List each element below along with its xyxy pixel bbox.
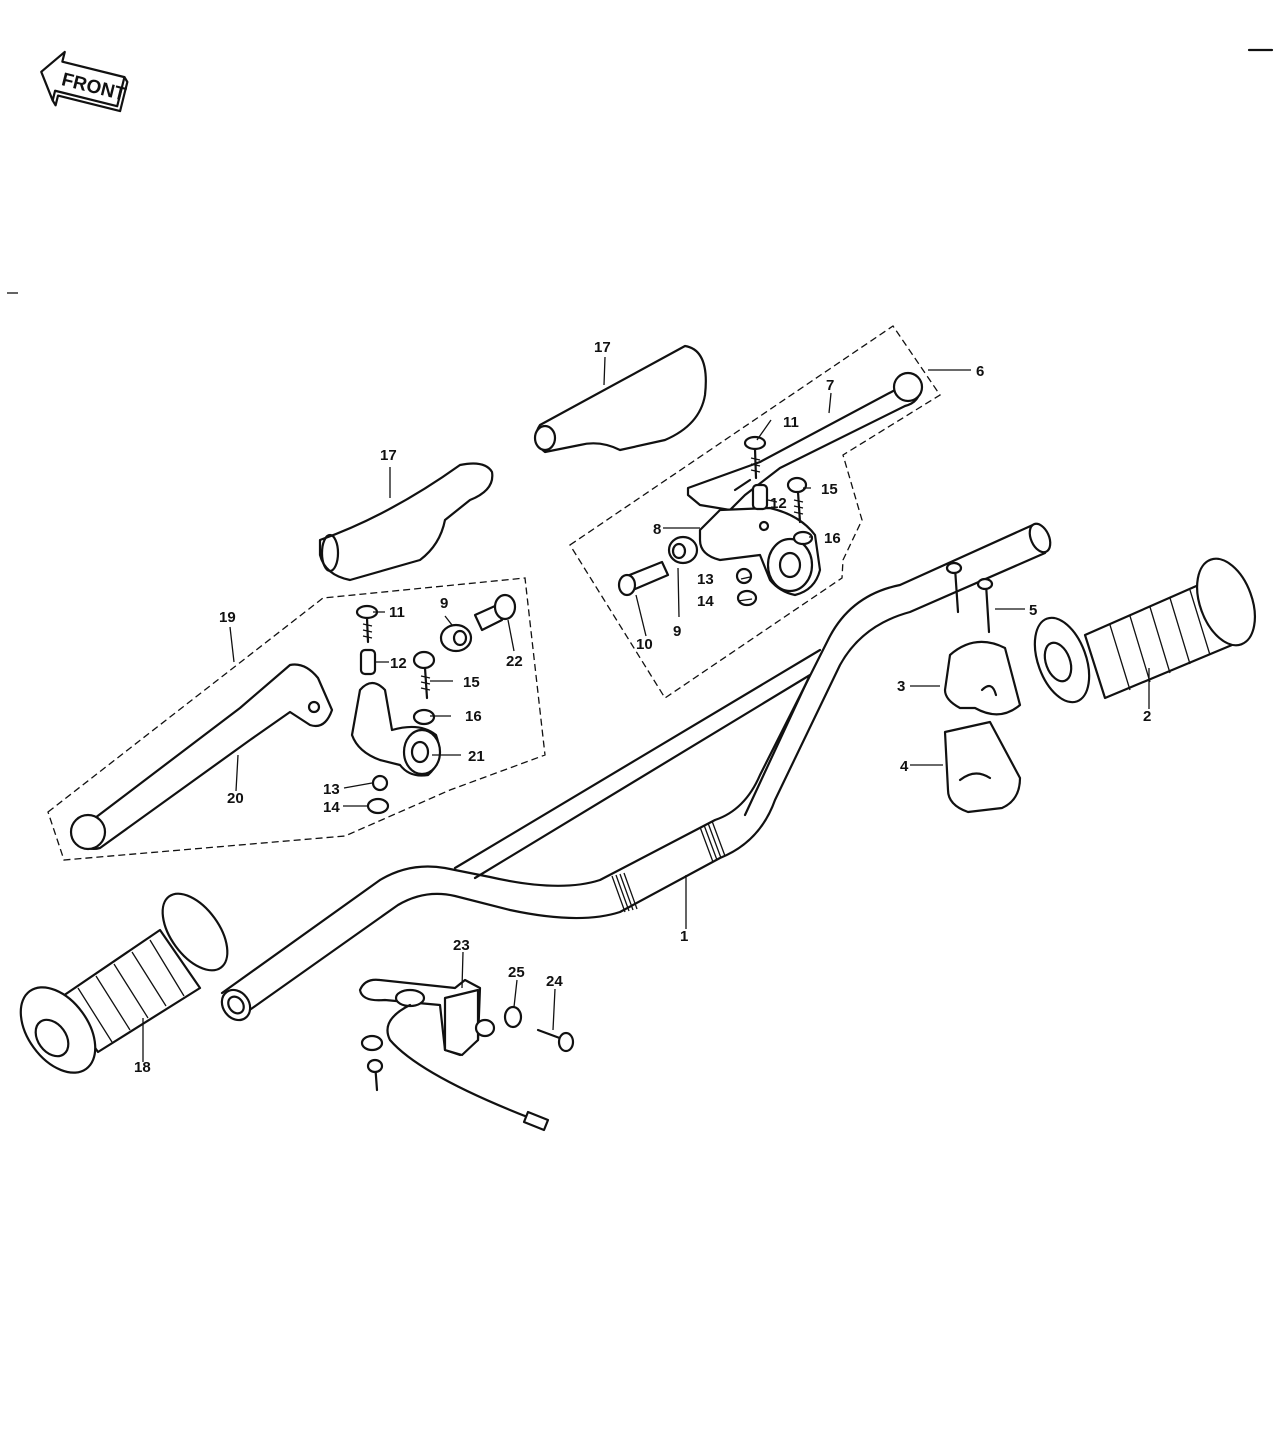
adjuster-locknut-right bbox=[667, 535, 699, 565]
callout-13b: 13 bbox=[323, 781, 340, 798]
callout-16b: 16 bbox=[465, 708, 482, 725]
callout-14a: 14 bbox=[697, 593, 714, 610]
callout-21: 21 bbox=[468, 748, 485, 765]
lever-bracket-left bbox=[350, 681, 442, 777]
callout-7: 7 bbox=[826, 377, 834, 394]
lever-left bbox=[69, 663, 334, 851]
washer-right bbox=[792, 530, 814, 546]
holder-bolts bbox=[945, 561, 994, 634]
lever-cover-lower bbox=[318, 462, 494, 582]
switch-screw bbox=[536, 1028, 575, 1053]
callout-9a: 9 bbox=[673, 623, 681, 640]
lever-bracket-right bbox=[698, 506, 822, 597]
cable-adjuster-left bbox=[473, 593, 517, 632]
stop-switch bbox=[358, 978, 550, 1132]
callout-10: 10 bbox=[636, 636, 653, 653]
callout-1: 1 bbox=[680, 928, 688, 945]
nut-right bbox=[736, 589, 758, 607]
callout-15b: 15 bbox=[463, 674, 480, 691]
grip-left bbox=[19, 892, 229, 1074]
callout-17b: 17 bbox=[380, 447, 397, 464]
handlebar bbox=[220, 522, 1052, 1022]
callout-20: 20 bbox=[227, 790, 244, 807]
switch-washer bbox=[503, 1005, 523, 1029]
mount-bolt-right bbox=[786, 476, 808, 524]
callout-3: 3 bbox=[897, 678, 905, 695]
callout-12a: 12 bbox=[770, 495, 787, 512]
collar-right bbox=[751, 483, 769, 511]
grip-right bbox=[1033, 557, 1256, 704]
mount-bolt-left bbox=[412, 650, 436, 700]
group-box-right bbox=[569, 325, 941, 699]
callout-11a: 11 bbox=[783, 414, 799, 431]
pivot-bolt-right bbox=[743, 435, 767, 480]
callout-25: 25 bbox=[508, 964, 525, 981]
nut-left bbox=[366, 797, 390, 815]
collar-left bbox=[359, 648, 377, 676]
callout-8: 8 bbox=[653, 521, 661, 538]
lever-right bbox=[686, 371, 924, 512]
lockwasher-right bbox=[735, 567, 753, 585]
callout-23: 23 bbox=[453, 937, 470, 954]
group-box-left bbox=[47, 577, 546, 861]
callout-4: 4 bbox=[900, 758, 909, 775]
callout-5: 5 bbox=[1029, 602, 1037, 619]
callout-18: 18 bbox=[134, 1059, 151, 1076]
callout-17a: 17 bbox=[594, 339, 611, 356]
holder-upper bbox=[943, 640, 1022, 716]
callout-2: 2 bbox=[1143, 708, 1151, 725]
callout-11b: 11 bbox=[389, 604, 405, 621]
callout-12b: 12 bbox=[390, 655, 407, 672]
callout-24: 24 bbox=[546, 973, 563, 990]
callout-19: 19 bbox=[219, 609, 236, 626]
callout-6: 6 bbox=[976, 363, 984, 380]
cable-adjuster-right bbox=[617, 560, 670, 597]
leader-lines bbox=[142, 356, 1150, 1062]
adjuster-locknut-left bbox=[439, 623, 473, 653]
washer-left bbox=[412, 708, 436, 726]
holder-lower bbox=[943, 720, 1022, 814]
callout-13a: 13 bbox=[697, 571, 714, 588]
callout-16a: 16 bbox=[824, 530, 841, 547]
callout-14b: 14 bbox=[323, 799, 340, 816]
callout-22: 22 bbox=[506, 653, 523, 670]
callout-9b: 9 bbox=[440, 595, 448, 612]
front-arrow-badge: FRONT bbox=[40, 50, 129, 113]
callout-15a: 15 bbox=[821, 481, 838, 498]
lever-cover-upper bbox=[533, 344, 707, 454]
lockwasher-left bbox=[371, 774, 389, 792]
